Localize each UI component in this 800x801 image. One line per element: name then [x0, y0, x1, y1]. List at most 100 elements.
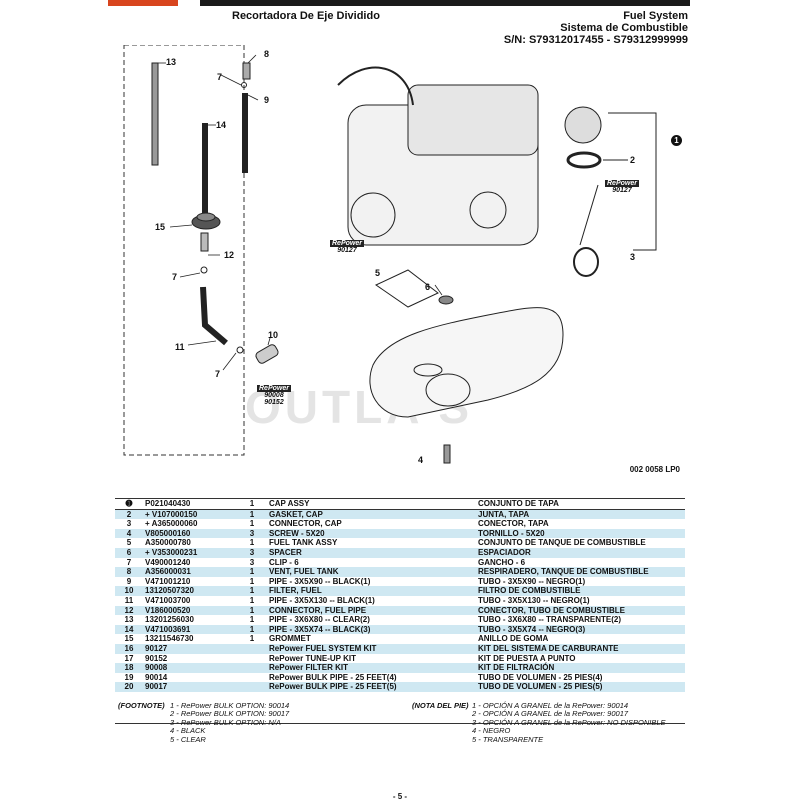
- callout-13: 13: [166, 57, 177, 67]
- footnote-line: 5 - CLEAR: [170, 734, 206, 744]
- serial-range: S/N: S79312017455 - S79312999999: [503, 34, 688, 46]
- part-number: P021040430: [143, 498, 237, 510]
- part-desc-en: PIPE - 3X5X130 -- BLACK(1): [269, 595, 375, 605]
- callout-12: 12: [224, 250, 235, 260]
- part-qty: 1: [237, 509, 267, 520]
- callout-2: 2: [630, 155, 636, 165]
- part-number: 90017: [143, 682, 237, 692]
- part-desc-en: PIPE - 3X5X90 -- BLACK(1): [269, 576, 371, 586]
- part-number: 90152: [145, 653, 168, 663]
- part-desc-es: CONJUNTO DE TANQUE DE COMBUSTIBLE: [478, 538, 646, 548]
- exploded-parts-diagram: [123, 45, 657, 464]
- part-desc-es: TUBO DE VOLUMEN - 25 PIES(5): [476, 682, 685, 692]
- part-number: V186000520: [143, 605, 237, 616]
- part-desc-en: GROMMET: [269, 634, 311, 644]
- footnote-label: (FOOTNOTE): [118, 701, 165, 710]
- part-number: V471003700: [145, 595, 191, 605]
- section-title: Fuel System Sistema de Combustible S/N: …: [504, 10, 688, 46]
- part-ref: 3: [126, 519, 132, 529]
- part-number: V471001210: [145, 576, 191, 586]
- part-desc-en: CONNECTOR, CAP: [269, 519, 342, 529]
- part-number: + V353000231: [143, 547, 237, 558]
- part-number: 13211546730: [145, 634, 194, 644]
- part-desc-en: RePower BULK PIPE - 25 FEET(5): [267, 682, 476, 692]
- part-desc-es: JUNTA, TAPA: [476, 509, 685, 520]
- part-desc-en: CLIP - 6: [269, 557, 299, 567]
- table-row: 11 V471003700 1 PIPE - 3X5X130 -- BLACK(1) T…: [115, 596, 685, 606]
- part-qty: 3: [249, 557, 255, 567]
- callout-7a: 7: [217, 72, 223, 82]
- footnote-line: 1 - RePower BULK OPTION: 90014: [170, 701, 290, 710]
- callout-9: 9: [264, 95, 270, 105]
- repower-brand: RePower: [330, 240, 364, 247]
- part-ref: 11: [124, 595, 134, 605]
- part-qty: 1: [249, 595, 255, 605]
- part-desc-en: SPACER: [267, 547, 476, 558]
- part-number: V805000160: [143, 528, 237, 539]
- part-qty: 1: [249, 615, 255, 625]
- part-ref: 15: [124, 634, 134, 644]
- repower-brand: RePower: [257, 385, 291, 392]
- part-desc-es: TUBO - 3X5X90 -- NEGRO(1): [478, 576, 586, 586]
- part-desc-es: TUBO - 3X6X80 -- TRANSPARENTE(2): [478, 615, 621, 625]
- callout-4: 4: [418, 455, 424, 465]
- part-ref: 19: [124, 672, 134, 682]
- part-ref: 7: [126, 557, 132, 567]
- part-qty: 1: [249, 538, 255, 548]
- footnote-line: 5 - TRANSPARENTE: [472, 734, 544, 744]
- part-qty: [237, 643, 267, 654]
- part-qty: [237, 663, 267, 673]
- part-ref: 14: [115, 624, 143, 635]
- part-number: + A365000060: [145, 519, 198, 529]
- page-number: - 5 -: [392, 792, 408, 801]
- part-desc-en: PIPE - 3X6X80 -- CLEAR(2): [269, 615, 370, 625]
- repower-badge-2: RePower 90127: [330, 240, 364, 254]
- part-qty: 1: [249, 519, 255, 529]
- part-desc-en: GASKET, CAP: [267, 509, 476, 520]
- part-number: V490001240: [145, 557, 191, 567]
- part-qty: 1: [237, 586, 267, 596]
- part-desc-en: SCREW - 5X20: [267, 528, 476, 539]
- footnote-line: 3 - OPCIÓN A GRANEL de la RePower: NO DI…: [472, 717, 666, 727]
- part-ref: ➊: [115, 498, 143, 510]
- footnote-line: 3 - RePower BULK OPTION: N/A: [170, 717, 281, 727]
- part-desc-es: TUBO - 3X5X130 -- NEGRO(1): [478, 595, 590, 605]
- part-qty: 1: [237, 498, 267, 510]
- part-qty: [237, 682, 267, 692]
- model-title: Recortadora De Eje Dividido: [232, 10, 380, 22]
- fuel-tank-drawing: [369, 307, 564, 418]
- footnote-line: 2 - OPCIÓN A GRANEL de la RePower: 90017: [472, 709, 629, 719]
- part-number: A356000031: [143, 567, 237, 577]
- part-desc-es: CONECTOR, TUBO DE COMBUSTIBLE: [476, 605, 685, 616]
- part-qty: 1: [237, 624, 267, 635]
- top-bar: [0, 0, 800, 8]
- callout-14: 14: [216, 120, 227, 130]
- callout-11: 11: [175, 342, 185, 352]
- part-desc-es: TUBO - 3X5X74 -- NEGRO(3): [476, 624, 685, 635]
- callout-7c: 7: [215, 369, 221, 379]
- part-number: V471003691: [143, 624, 237, 635]
- part-desc-es: CONECTOR, TAPA: [478, 519, 549, 529]
- part-ref: 17: [124, 653, 134, 663]
- repower-badge-3: RePower 90008 90152: [257, 385, 291, 406]
- footnote-es: (NOTA DEL PIE) 1 - OPCIÓN A GRANEL de la…: [412, 701, 666, 744]
- engine-drawing: [337, 66, 539, 246]
- part-desc-en: RePower FUEL SYSTEM KIT: [267, 643, 476, 654]
- part-desc-en: RePower BULK PIPE - 25 FEET(4): [269, 672, 397, 682]
- brand-logo: [108, 0, 178, 6]
- part-desc-es: TUBO DE VOLUMEN - 25 PIES(4): [478, 672, 603, 682]
- part-desc-es: KIT DE FILTRACIÓN: [476, 663, 685, 673]
- footnote-line: 4 - BLACK: [170, 726, 206, 736]
- repower-code: 90008: [264, 392, 284, 399]
- repower-code: 90127: [337, 247, 357, 254]
- footnote-lines: 1 - OPCIÓN A GRANEL de la RePower: 90014…: [472, 701, 666, 744]
- part-ref: 12: [115, 605, 143, 616]
- callout-7b: 7: [172, 272, 178, 282]
- part-ref: 4: [115, 528, 143, 539]
